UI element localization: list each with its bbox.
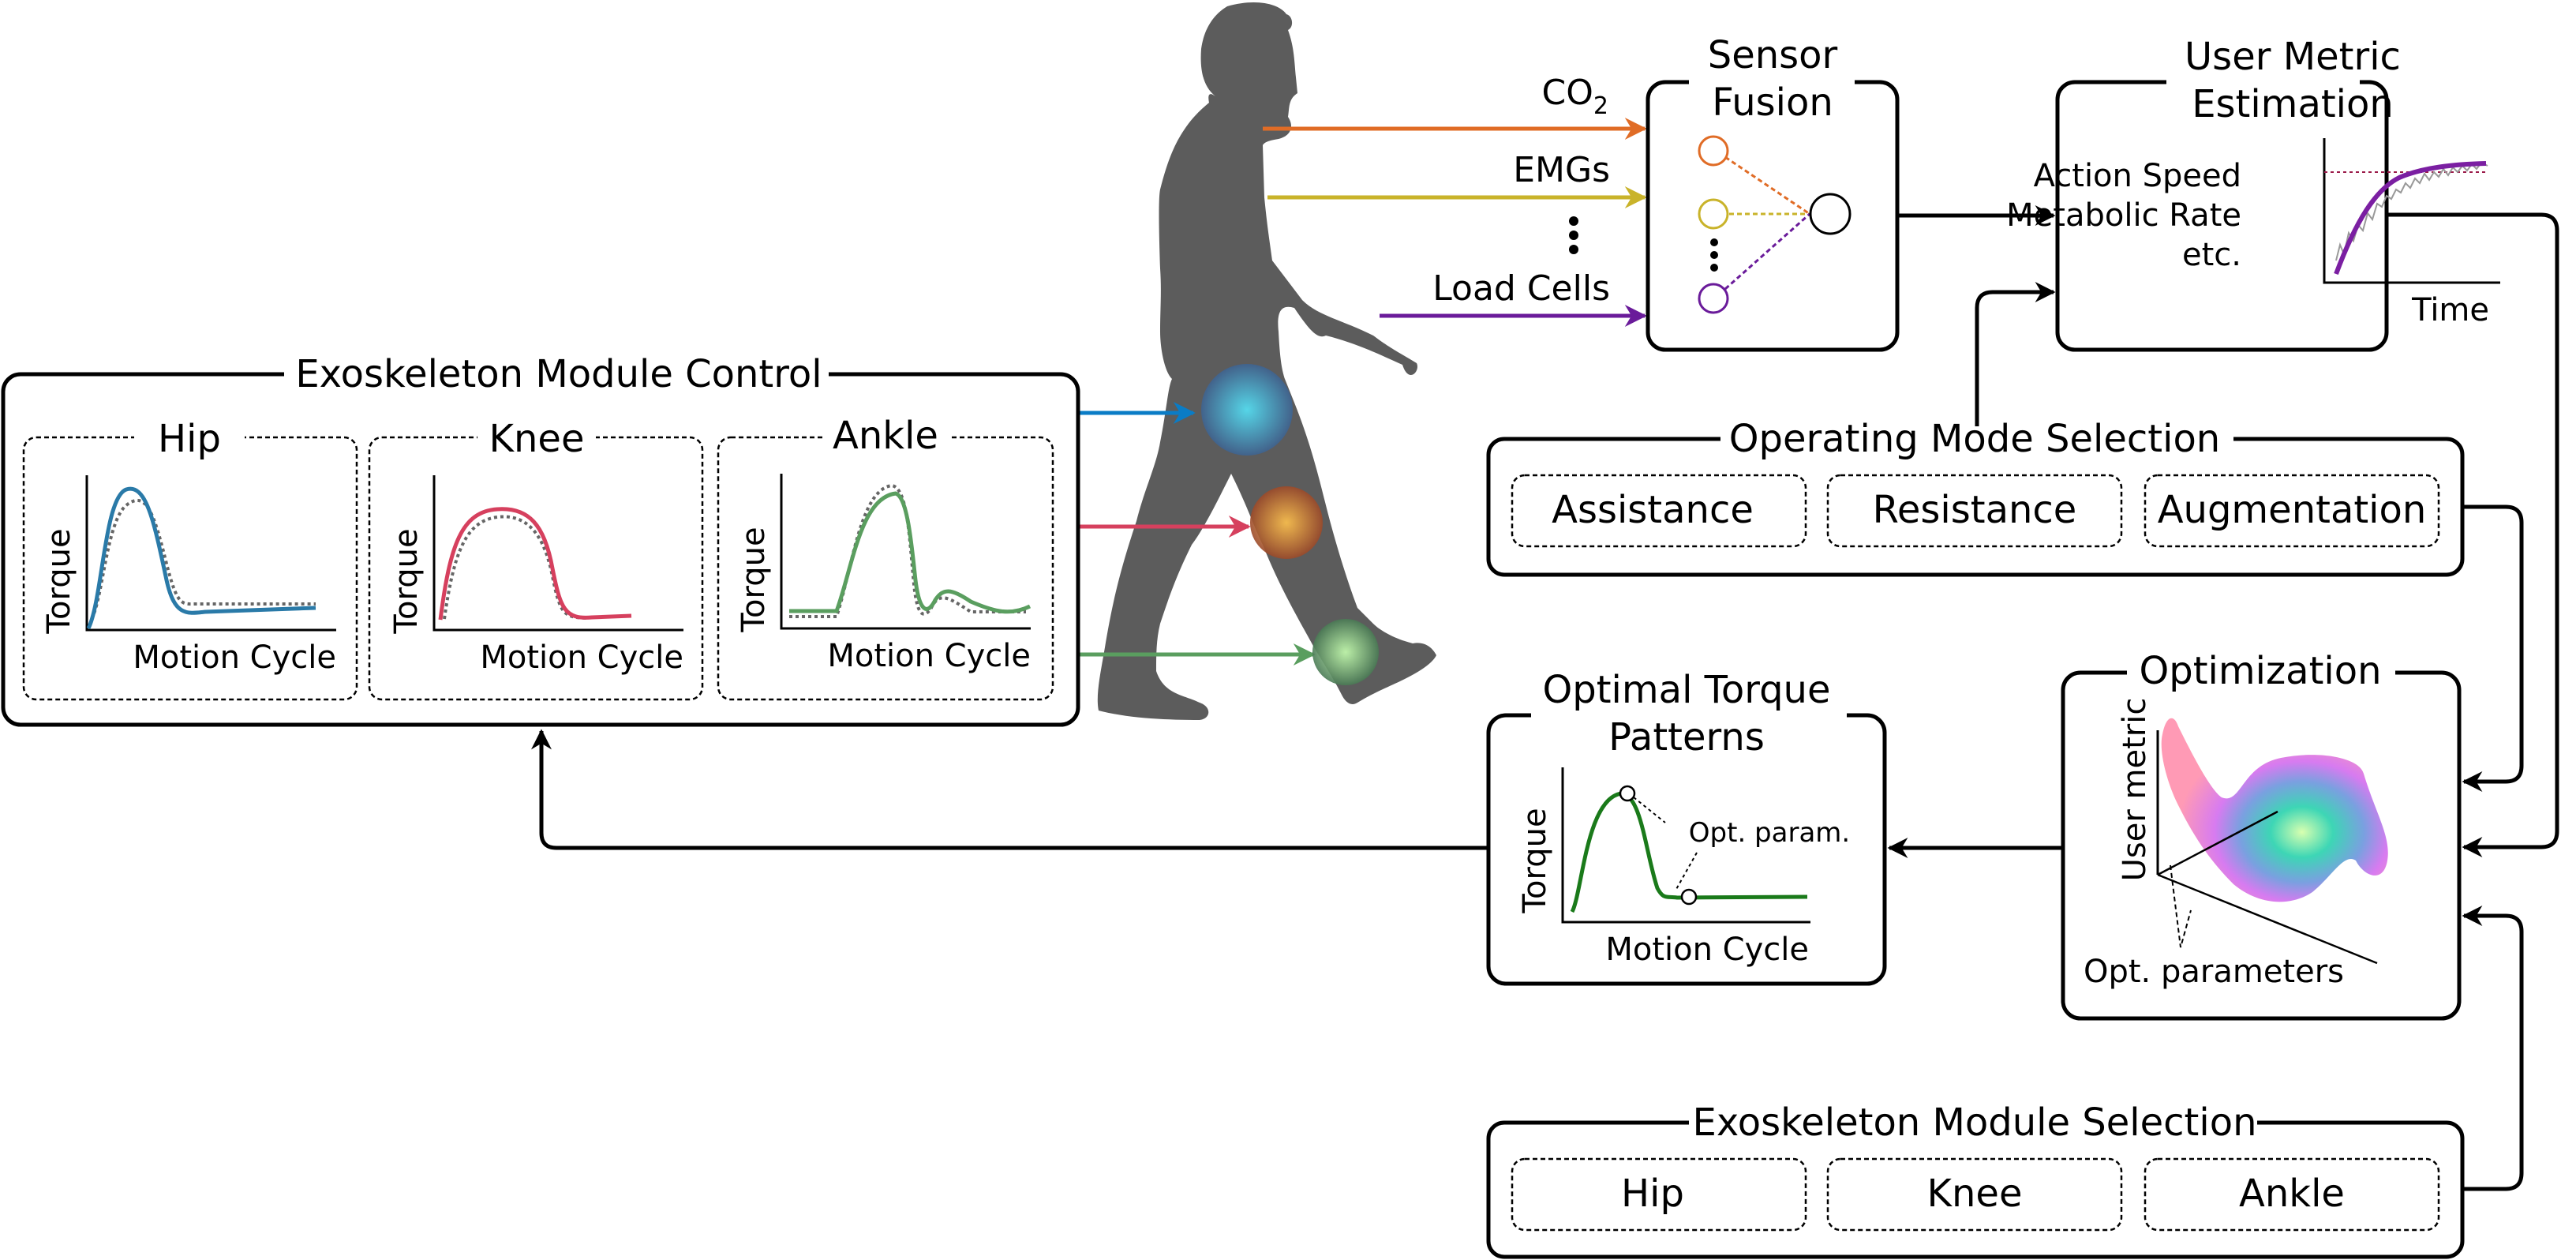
svg-text:Resistance: Resistance [1873, 488, 2077, 532]
metric-label-action-speed: Action Speed [2034, 158, 2241, 194]
arrow-metric-to-optimization [2387, 212, 2559, 857]
ankle-xlabel: Motion Cycle [827, 638, 1031, 674]
emg-input-node [1698, 198, 1729, 230]
svg-text:Hip: Hip [1621, 1172, 1684, 1216]
metric-label-metabolic-rate: Metabolic Rate [2006, 197, 2241, 234]
cost-surface [2161, 718, 2388, 902]
optimization-ylabel: User metric [2117, 698, 2153, 882]
metric-fitted-curve [2334, 161, 2487, 276]
optimization-panel: Optimization User metric Opt. parameters [2061, 649, 2462, 1021]
hip-xlabel: Motion Cycle [133, 639, 336, 676]
ankle-joint-marker [1312, 619, 1379, 685]
metric-label-etc: etc. [2182, 237, 2241, 273]
exo-control-title: Exoskeleton Module Control [295, 352, 822, 396]
ankle-torque-curve [789, 491, 1032, 614]
hip-joint-marker [1201, 364, 1293, 456]
knee-panel-title: Knee [489, 417, 585, 461]
arrow-mode-to-metric [1975, 282, 2056, 439]
arrow-mode-to-optimization [2462, 504, 2524, 792]
svg-text:Assistance: Assistance [1552, 488, 1754, 532]
operating-mode-title: Operating Mode Selection [1729, 417, 2220, 461]
sensor-ellipsis-icon [1569, 216, 1578, 254]
module-option-knee[interactable]: Knee [1826, 1157, 2123, 1232]
module-selection-panel: Exoskeleton Module Selection Hip Knee An… [1486, 1101, 2465, 1259]
ankle-ylabel: Torque [736, 527, 772, 632]
hip-torque-curve [86, 486, 316, 630]
arrow-selection-to-optimization [2462, 906, 2524, 1191]
ankle-torque-panel: Ankle Torque Motion Cycle [717, 414, 1054, 701]
walking-person-silhouette [1097, 2, 1436, 721]
hip-torque-panel: Hip Torque Motion Cycle [22, 417, 358, 701]
ankle-panel-title: Ankle [833, 414, 938, 458]
hip-panel-title: Hip [158, 417, 221, 461]
co2-input-node [1698, 135, 1729, 167]
user-metric-title-1: User Metric [2185, 35, 2401, 79]
knee-joint-marker [1250, 486, 1323, 559]
fusion-output-node [1809, 193, 1852, 235]
mode-option-assistance[interactable]: Assistance [1511, 474, 1807, 548]
optimization-xlabel: Opt. parameters [2084, 954, 2344, 990]
svg-text:Ankle: Ankle [2239, 1172, 2345, 1216]
module-option-ankle[interactable]: Ankle [2144, 1157, 2440, 1232]
metric-xlabel: Time [2411, 292, 2489, 328]
optimization-title: Optimization [2139, 649, 2381, 693]
module-selection-title: Exoskeleton Module Selection [1693, 1101, 2257, 1145]
svg-text:Augmentation: Augmentation [2158, 488, 2427, 532]
optimal-torque-curve [1570, 791, 1808, 913]
loadcell-input-node [1698, 283, 1729, 314]
optimal-torque-title-2: Patterns [1608, 715, 1765, 759]
knee-xlabel: Motion Cycle [480, 639, 683, 676]
sensor-signals: CO2 EMGs Load Cells [1263, 73, 1647, 327]
hip-ylabel: Torque [41, 528, 77, 634]
optimal-torque-xlabel: Motion Cycle [1605, 932, 1809, 968]
arrow-torque-to-control [531, 729, 1488, 850]
exo-control-panel: Exoskeleton Module Control Hip Torque Mo… [1, 352, 1080, 727]
optimal-torque-panel: Optimal Torque Patterns Torque Motion Cy… [1486, 668, 1887, 986]
sensor-fusion-panel: Sensor Fusion [1646, 33, 1900, 352]
connectors [531, 205, 2559, 1191]
optimal-torque-ylabel: Torque [1517, 808, 1553, 913]
knee-torque-curve [438, 507, 632, 621]
co2-label: CO2 [1542, 73, 1608, 120]
emg-label: EMGs [1513, 150, 1610, 190]
optimal-torque-title-1: Optimal Torque [1542, 668, 1830, 712]
opt-param-annotation: Opt. param. [1689, 817, 1850, 849]
knee-reference-curve [443, 515, 589, 620]
opt-param-peak-marker [1619, 785, 1636, 802]
mode-option-augmentation[interactable]: Augmentation [2144, 474, 2440, 548]
svg-text:Knee: Knee [1927, 1172, 2023, 1216]
joint-markers [1078, 364, 1379, 685]
opt-param-valley-marker [1680, 888, 1698, 906]
module-option-hip[interactable]: Hip [1511, 1157, 1807, 1232]
knee-torque-panel: Knee Torque Motion Cycle [368, 417, 704, 701]
metric-raw-signal [2335, 161, 2488, 261]
node-ellipsis-icon [1710, 238, 1718, 272]
user-metric-panel: User Metric Estimation Action Speed Meta… [2006, 35, 2500, 352]
sensor-fusion-title-2: Fusion [1712, 81, 1833, 125]
loadcells-label: Load Cells [1432, 268, 1610, 309]
user-metric-title-2: Estimation [2192, 82, 2394, 126]
mode-option-resistance[interactable]: Resistance [1826, 474, 2123, 548]
knee-ylabel: Torque [388, 528, 425, 634]
operating-mode-panel: Operating Mode Selection Assistance Resi… [1486, 417, 2465, 577]
sensor-fusion-title-1: Sensor [1708, 33, 1838, 77]
